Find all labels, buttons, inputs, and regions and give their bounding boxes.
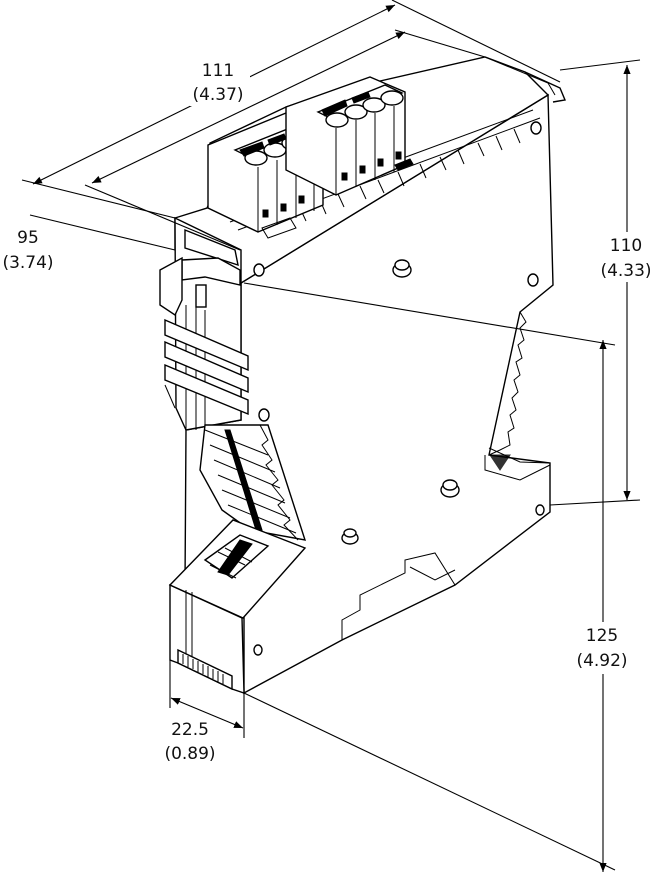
total-height-in-label: (4.92) [576, 651, 627, 671]
lower-connector [168, 519, 307, 691]
mounting-bosses [253, 121, 545, 656]
upper-height-in-label: (4.33) [600, 261, 650, 281]
depth-mm-label: 95 [17, 228, 39, 248]
depth-dim-line [91, 31, 406, 184]
thickness-dim-line [170, 697, 244, 729]
lower-steps [341, 447, 551, 640]
total-height-mm-label: 125 [586, 626, 618, 646]
dimension-labels: 111 (4.37) 95 (3.74) 110 (4.33) 125 (4.9… [2, 56, 650, 764]
thickness-mm-label: 22.5 [171, 720, 209, 740]
module-body [159, 56, 566, 695]
front-latch [159, 228, 249, 440]
thickness-in-label: (0.89) [164, 744, 215, 764]
upper-height-mm-label: 110 [610, 236, 642, 256]
depth-in-label: (3.74) [2, 253, 53, 273]
width-in-label: (4.37) [192, 85, 243, 105]
width-mm-label: 111 [202, 61, 234, 81]
dimension-lines [21, 0, 641, 872]
